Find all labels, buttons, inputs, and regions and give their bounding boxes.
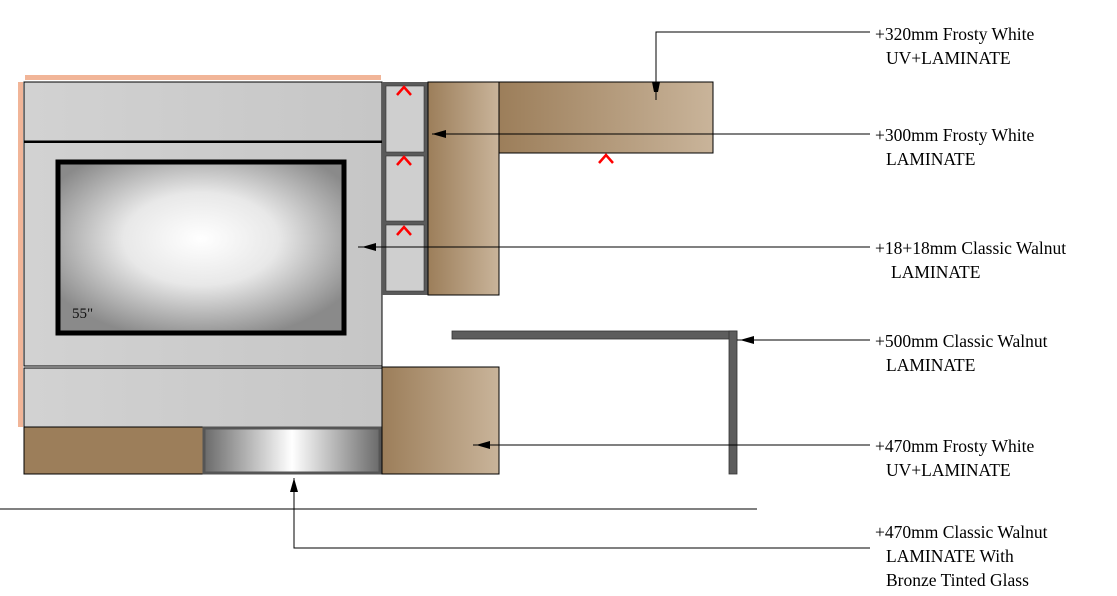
callout-18-18mm-classic-walnut: +18+18mm Classic Walnut LAMINATE	[875, 236, 1066, 284]
tv-screen	[55, 159, 347, 336]
shelf-cell	[385, 224, 425, 292]
callout-500mm-classic-walnut: +500mm Classic Walnut LAMINATE	[875, 329, 1047, 377]
callout-line: +470mm Classic Walnut	[875, 522, 1048, 542]
desk-top-bar	[451, 330, 738, 340]
callout-line: +320mm Frosty White	[875, 24, 1035, 44]
callout-line: Bronze Tinted Glass	[886, 570, 1029, 590]
callout-line: LAMINATE With	[886, 546, 1014, 566]
callout-line: LAMINATE	[886, 149, 976, 169]
bronze-glass-panel	[202, 426, 382, 475]
tv-size-label: 55"	[72, 306, 94, 322]
walnut-vertical-panel	[427, 81, 500, 296]
callout-470mm-frosty-white: +470mm Frosty White UV+LAMINATE	[875, 434, 1034, 482]
bottom-walnut-panel	[23, 426, 204, 475]
callout-470mm-classic-walnut-glass: +470mm Classic Walnut LAMINATE With Bron…	[875, 520, 1047, 592]
callout-line: UV+LAMINATE	[886, 460, 1011, 480]
arrow-icons	[290, 82, 754, 492]
callout-320mm-frosty-white: +320mm Frosty White UV+LAMINATE	[875, 22, 1034, 70]
walnut-wall-shelf	[498, 81, 714, 154]
callout-line: LAMINATE	[886, 355, 976, 375]
callout-line: +470mm Frosty White	[875, 436, 1035, 456]
callout-line: UV+LAMINATE	[886, 48, 1011, 68]
edge-band-top	[25, 75, 381, 80]
shelf-cell	[385, 155, 425, 222]
callout-line: +18+18mm Classic Walnut	[875, 238, 1067, 258]
edge-band-left	[18, 82, 23, 427]
callout-line: +500mm Classic Walnut	[875, 331, 1048, 351]
leader-lines	[293, 31, 870, 549]
top-panel	[23, 81, 383, 142]
callout-line: +300mm Frosty White	[875, 125, 1035, 145]
walnut-side-cabinet	[381, 366, 500, 475]
lower-panel	[23, 367, 383, 428]
shelf-cell	[385, 85, 425, 153]
callout-line: LAMINATE	[891, 262, 981, 282]
red-marker-icons	[396, 85, 614, 236]
callout-300mm-frosty-white: +300mm Frosty White LAMINATE	[875, 123, 1034, 171]
desk-leg-bar	[728, 330, 738, 475]
